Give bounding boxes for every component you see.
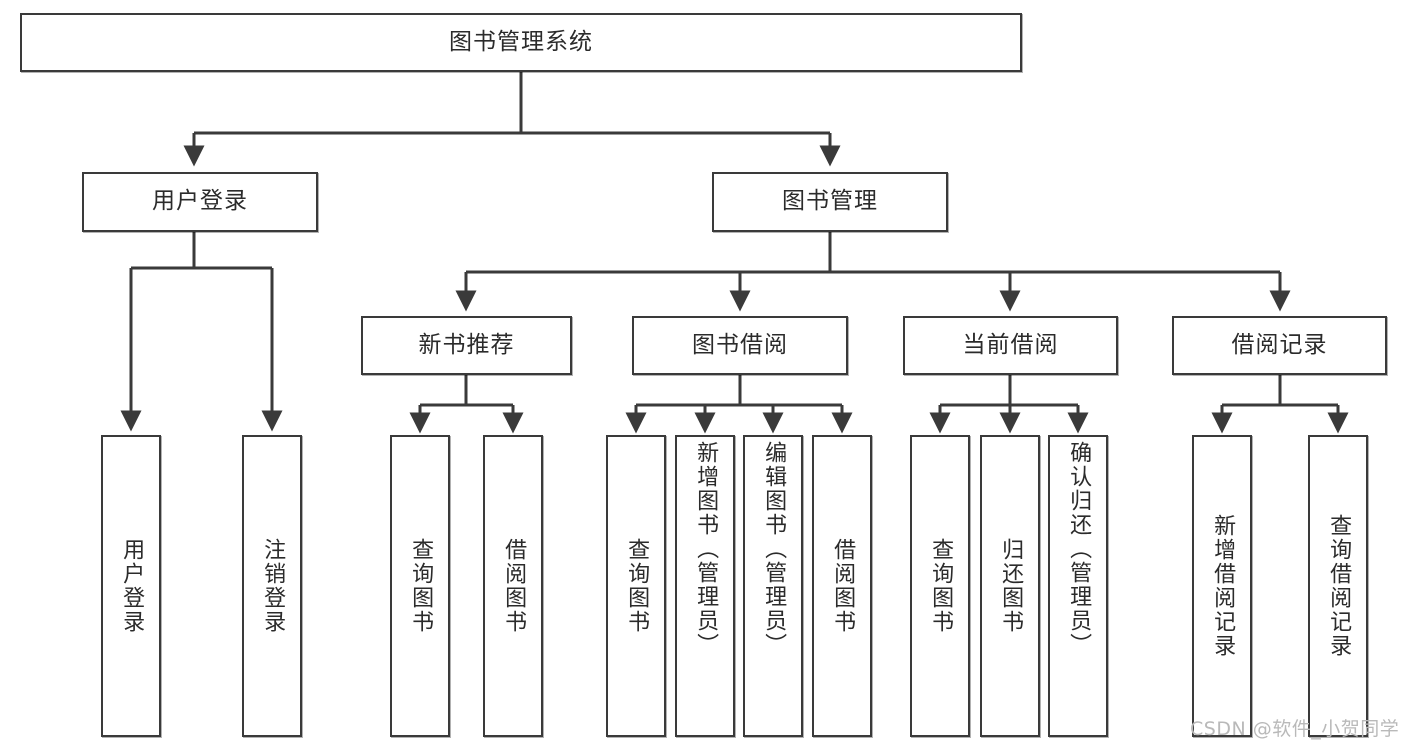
node-new-book-recommend-label: 新书推荐	[418, 331, 515, 358]
node-leaf-edit-book[interactable]: 编辑图书（管理员）	[743, 435, 803, 737]
node-leaf-query-book-2-label: 查询图书	[624, 538, 650, 634]
node-borrow-record[interactable]: 借阅记录	[1172, 316, 1387, 375]
node-leaf-borrow-book-2[interactable]: 借阅图书	[812, 435, 872, 737]
node-leaf-return-book[interactable]: 归还图书	[980, 435, 1040, 737]
node-leaf-query-book-3-label: 查询图书	[928, 538, 954, 634]
node-leaf-query-book-1-label: 查询图书	[408, 538, 434, 634]
node-leaf-edit-book-label: 编辑图书（管理员）	[761, 441, 787, 657]
node-leaf-add-record-label: 新增借阅记录	[1210, 514, 1236, 658]
node-root-label: 图书管理系统	[449, 28, 593, 55]
node-leaf-add-book-label: 新增图书（管理员）	[693, 441, 719, 657]
node-leaf-add-record[interactable]: 新增借阅记录	[1192, 435, 1252, 737]
node-leaf-borrow-book-2-label: 借阅图书	[830, 538, 856, 634]
node-root[interactable]: 图书管理系统	[20, 13, 1022, 72]
node-leaf-return-book-label: 归还图书	[998, 538, 1024, 634]
node-leaf-add-book[interactable]: 新增图书（管理员）	[675, 435, 735, 737]
node-leaf-borrow-book-1-label: 借阅图书	[501, 538, 527, 634]
node-borrow-record-label: 借阅记录	[1231, 331, 1328, 358]
node-leaf-user-login[interactable]: 用户登录	[101, 435, 161, 737]
watermark-label: CSDN @软件_小贺同学	[1190, 718, 1400, 740]
node-leaf-user-logout-label: 注销登录	[260, 538, 286, 634]
node-leaf-query-record-label: 查询借阅记录	[1326, 514, 1352, 658]
node-user-login-label: 用户登录	[152, 188, 248, 215]
node-leaf-query-record[interactable]: 查询借阅记录	[1308, 435, 1368, 737]
node-leaf-query-book-1[interactable]: 查询图书	[390, 435, 450, 737]
node-leaf-user-logout[interactable]: 注销登录	[242, 435, 302, 737]
node-current-borrow[interactable]: 当前借阅	[903, 316, 1118, 375]
node-leaf-query-book-2[interactable]: 查询图书	[606, 435, 666, 737]
node-new-book-recommend[interactable]: 新书推荐	[361, 316, 572, 375]
node-book-borrow[interactable]: 图书借阅	[632, 316, 848, 375]
node-leaf-query-book-3[interactable]: 查询图书	[910, 435, 970, 737]
node-leaf-user-login-label: 用户登录	[119, 538, 145, 634]
node-book-manage-label: 图书管理	[782, 188, 878, 215]
node-leaf-confirm-return[interactable]: 确认归还（管理员）	[1048, 435, 1108, 737]
node-user-login[interactable]: 用户登录	[82, 172, 318, 232]
node-leaf-confirm-return-label: 确认归还（管理员）	[1066, 441, 1092, 657]
node-leaf-borrow-book-1[interactable]: 借阅图书	[483, 435, 543, 737]
node-book-manage[interactable]: 图书管理	[712, 172, 948, 232]
node-book-borrow-label: 图书借阅	[692, 331, 788, 358]
node-current-borrow-label: 当前借阅	[962, 331, 1059, 358]
